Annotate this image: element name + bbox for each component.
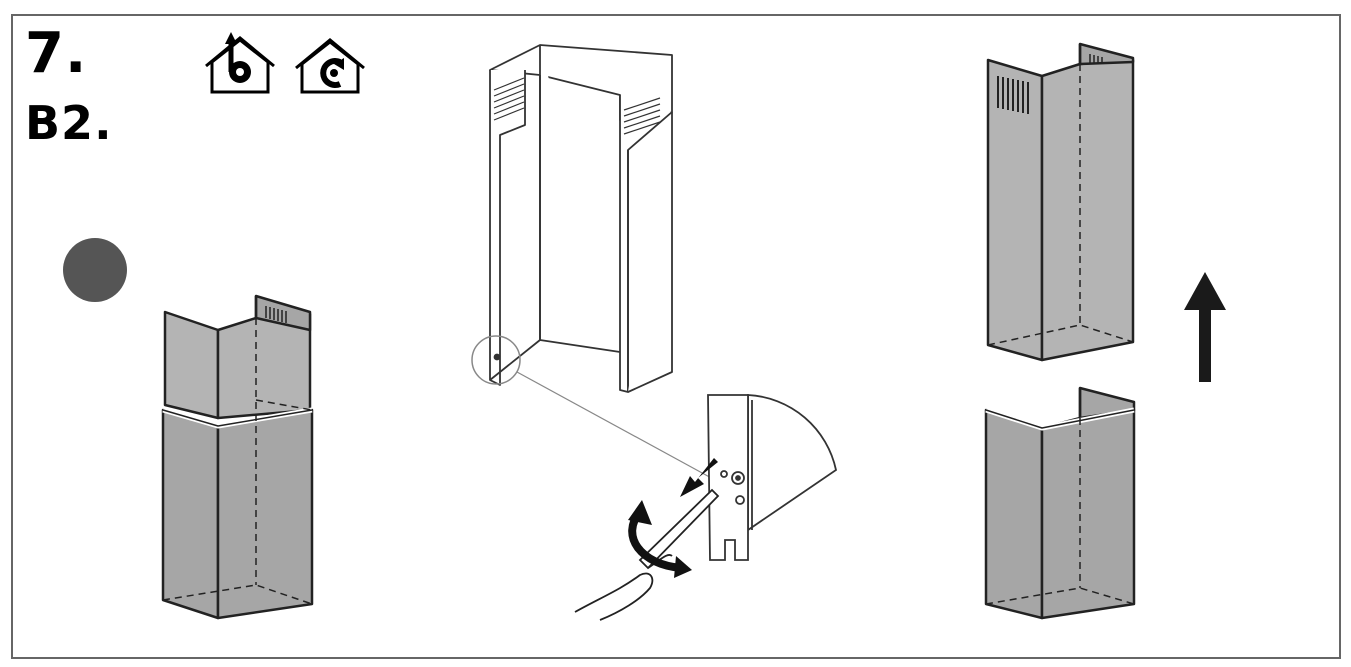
- rotate-arrow-icon: [628, 500, 692, 578]
- option-marker-dot: [63, 238, 127, 302]
- lift-up-arrow-icon: [1184, 272, 1226, 382]
- inner-chimney-frame: [471, 44, 716, 481]
- insert-arrow-icon: [680, 458, 718, 497]
- screwdriver-illustration: [574, 488, 720, 621]
- recirculation-house-icon: [295, 38, 365, 94]
- lower-chimney-section: [984, 386, 1136, 620]
- screw-detail-zoom: [707, 394, 838, 561]
- ducted-exhaust-house-icon: [205, 32, 275, 94]
- step-sub-label: B2.: [25, 96, 113, 150]
- assembled-chimney: [161, 294, 314, 620]
- upper-chimney-section: [986, 42, 1135, 362]
- step-number: 7.: [25, 21, 88, 86]
